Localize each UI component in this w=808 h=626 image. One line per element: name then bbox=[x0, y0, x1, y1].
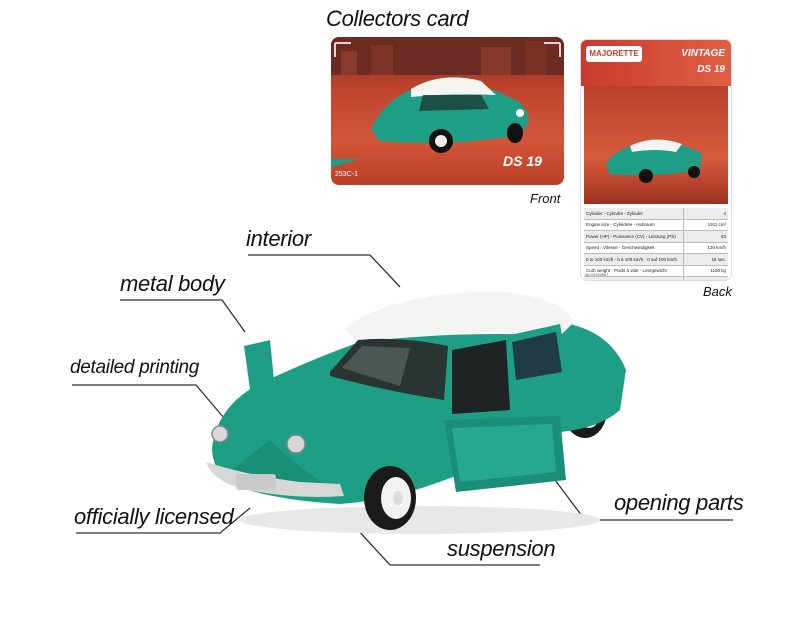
opening-parts-label: opening parts bbox=[614, 490, 744, 515]
metal-body-label: metal body bbox=[120, 271, 225, 296]
spec-value: 1150 kg bbox=[683, 265, 728, 277]
card-front-model: DS 19 bbox=[503, 153, 542, 169]
card-back-photo bbox=[584, 86, 728, 204]
card-front-art bbox=[331, 37, 564, 167]
spec-row: 0 to 100 km/h - 0 à 100 km/h - 0 auf 100… bbox=[584, 253, 728, 266]
front-label: Front bbox=[530, 191, 561, 206]
spec-row: Curb weight - Poids à vide - Leergewicht… bbox=[584, 265, 728, 277]
line-officially-licensed bbox=[76, 507, 251, 534]
back-label: Back bbox=[703, 284, 732, 299]
card-back-header: MAJORETTE VINTAGE DS 19 bbox=[581, 40, 731, 86]
line-detailed-printing bbox=[72, 384, 225, 419]
spec-row: Power (HP) - Puissance (CV) - Leistung (… bbox=[584, 230, 728, 243]
card-back-footer: ML00194967 bbox=[585, 272, 609, 277]
card-front-code: 253C-1 bbox=[335, 171, 358, 178]
spec-value: 1911 cm³ bbox=[683, 219, 728, 231]
side-window bbox=[452, 340, 510, 414]
interior-label: interior bbox=[246, 226, 311, 251]
spec-name: Engine size - Cylindrée - Hubraum bbox=[584, 219, 684, 231]
card-back-model: DS 19 bbox=[697, 64, 725, 75]
collectors-card-front: DS 19 253C-1 bbox=[331, 37, 564, 185]
spec-name: Power (HP) - Puissance (CV) - Leistung (… bbox=[584, 230, 684, 243]
hood-flap bbox=[244, 340, 276, 404]
suspension-label: suspension bbox=[447, 536, 556, 561]
spec-value: 63 bbox=[683, 230, 728, 243]
officially-licensed-label: officially licensed bbox=[74, 504, 234, 529]
card-back-car-art bbox=[606, 139, 702, 183]
spec-name: 0 to 100 km/h - 0 à 100 km/h - 0 auf 100… bbox=[584, 253, 684, 266]
headlight-left bbox=[211, 425, 229, 443]
car-roof bbox=[344, 291, 574, 342]
line-metal-body bbox=[120, 299, 246, 333]
majorette-logo: MAJORETTE bbox=[586, 46, 642, 62]
line-interior bbox=[248, 254, 401, 288]
spec-value: 130 km/h bbox=[683, 242, 728, 254]
spec-name: Speed - Vitesse - Geschwindigkeit bbox=[584, 242, 684, 254]
card-back-series: VINTAGE bbox=[681, 48, 725, 59]
collectors-card-label: Collectors card bbox=[326, 6, 469, 31]
detailed-printing-label: detailed printing bbox=[70, 357, 200, 378]
collectors-card-back: MAJORETTE VINTAGE DS 19 Cylinder - Cylin… bbox=[581, 40, 731, 280]
headlight-right bbox=[286, 434, 306, 454]
spec-name: Torque - Moment de rotation - Drehmoment bbox=[584, 276, 684, 280]
spec-row: Torque - Moment de rotation - Drehmoment… bbox=[584, 276, 728, 280]
spec-value: 125 nm bbox=[683, 276, 728, 280]
line-suspension bbox=[355, 527, 540, 566]
spec-value: 16 sec. bbox=[683, 253, 728, 266]
spec-name: Curb weight - Poids à vide - Leergewicht bbox=[584, 265, 684, 277]
spec-name: Cylinder - Cylindre - Zylinder bbox=[584, 208, 684, 220]
spec-value: 4 bbox=[683, 208, 728, 220]
